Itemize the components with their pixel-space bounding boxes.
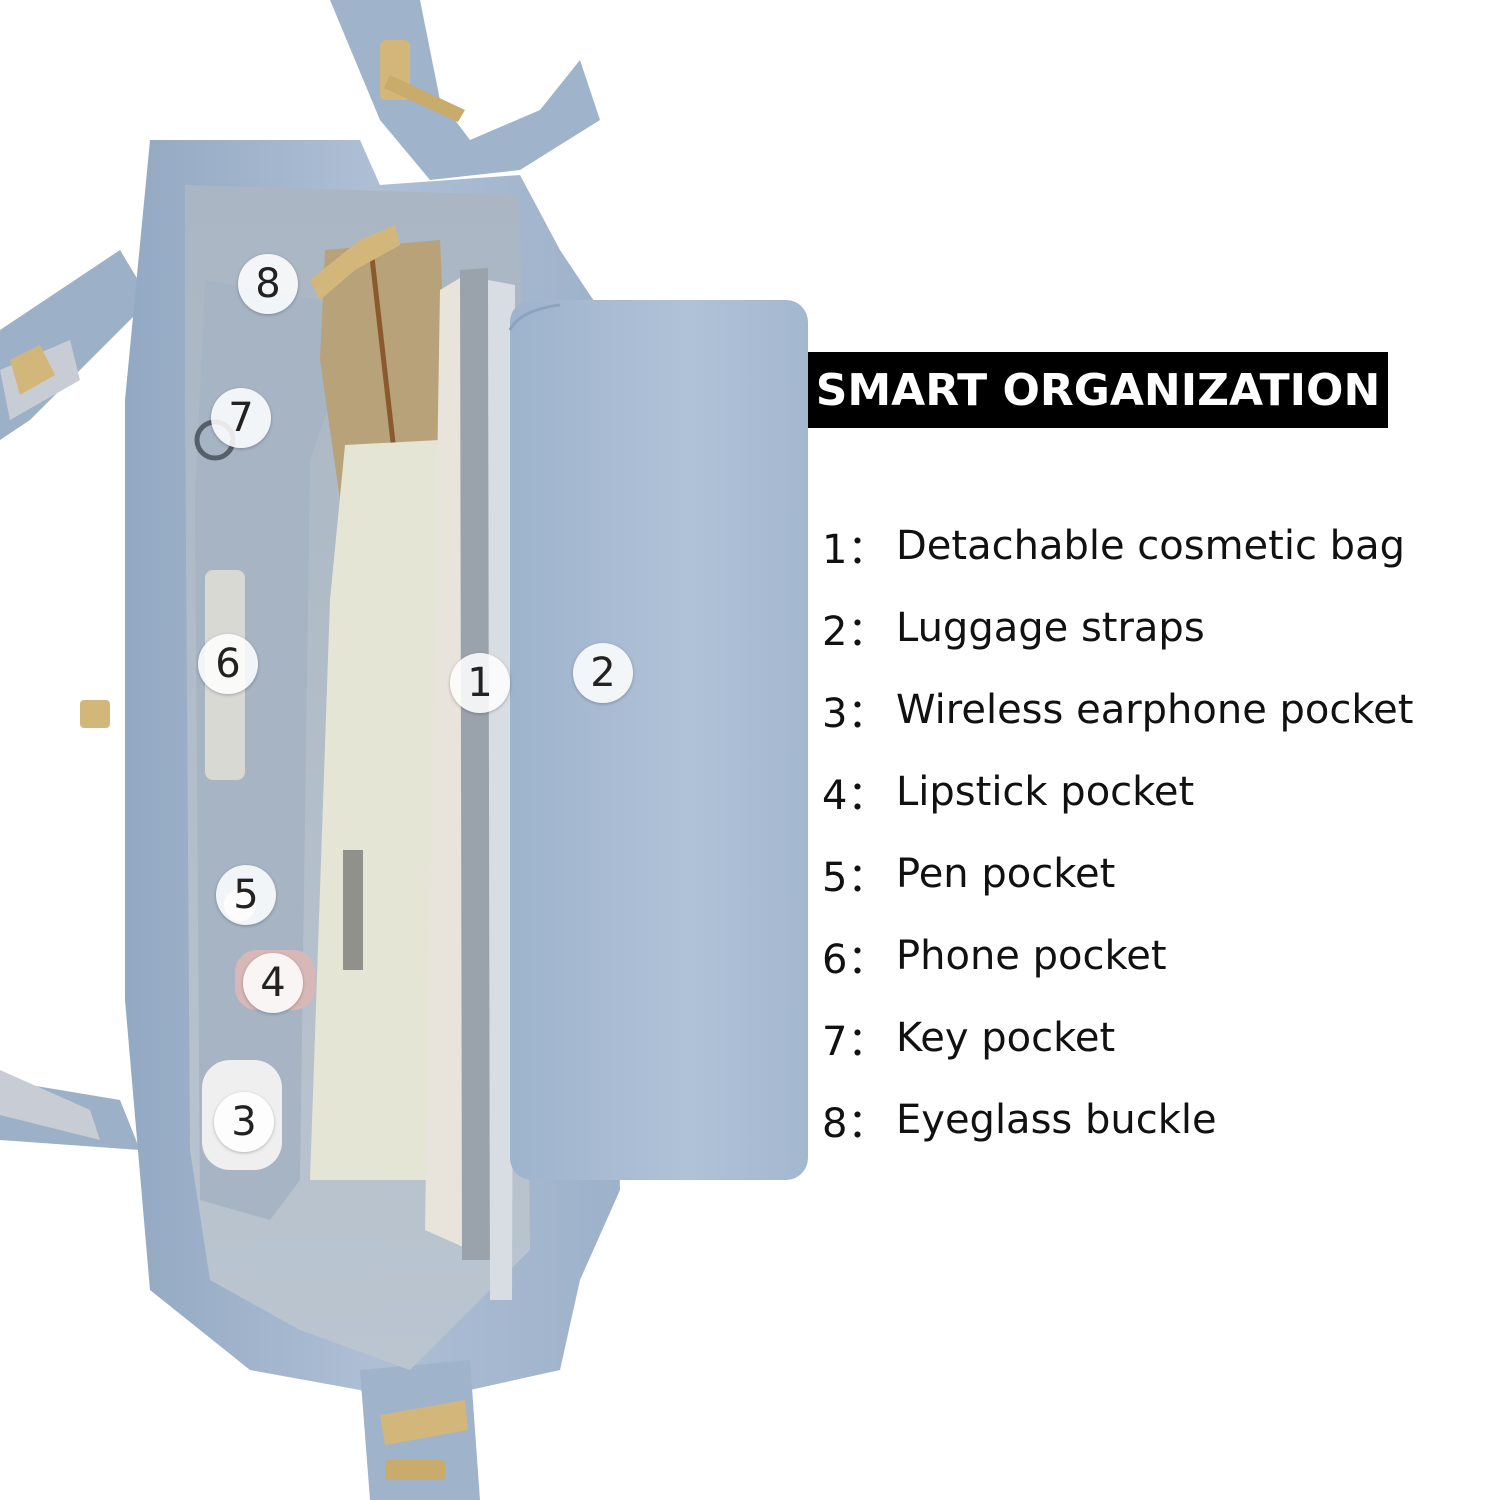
legend-number: 3： xyxy=(822,691,888,737)
legend-number: 7： xyxy=(822,1019,888,1065)
left-side-strap xyxy=(0,250,150,1150)
legend-label: Phone pocket xyxy=(896,933,1167,979)
legend-item: 5：Pen pocket xyxy=(822,833,1413,915)
legend-label: Lipstick pocket xyxy=(896,769,1195,815)
legend-number: 5： xyxy=(822,855,888,901)
legend-number: 2： xyxy=(822,609,888,655)
legend-item: 1：Detachable cosmetic bag xyxy=(822,505,1413,587)
bottom-strap xyxy=(360,1360,480,1500)
eyeglass-buckle xyxy=(310,225,400,300)
legend-label: Key pocket xyxy=(896,1015,1116,1061)
legend-number: 4： xyxy=(822,773,888,819)
top-strap xyxy=(330,0,600,180)
legend-item: 3：Wireless earphone pocket xyxy=(822,669,1413,751)
marker-6: 6 xyxy=(198,634,258,694)
legend-number: 1： xyxy=(822,527,888,573)
marker-2: 2 xyxy=(573,643,633,703)
heading-text: SMART ORGANIZATION xyxy=(815,364,1381,416)
legend-item: 6：Phone pocket xyxy=(822,915,1413,997)
legend-number: 6： xyxy=(822,937,888,983)
marker-8: 8 xyxy=(238,254,298,314)
notebook xyxy=(310,440,440,1180)
marker-3: 3 xyxy=(214,1092,274,1152)
legend-item: 4：Lipstick pocket xyxy=(822,751,1413,833)
heading-banner: SMART ORGANIZATION xyxy=(808,352,1388,428)
marker-7: 7 xyxy=(211,388,271,448)
legend-item: 8：Eyeglass buckle xyxy=(822,1079,1413,1161)
magazine xyxy=(425,275,470,1250)
legend-item: 2：Luggage straps xyxy=(822,587,1413,669)
legend-label: Luggage straps xyxy=(896,605,1205,651)
marker-5: 5 xyxy=(216,865,276,925)
tablet xyxy=(460,268,490,1260)
legend-label: Pen pocket xyxy=(896,851,1116,897)
legend-label: Wireless earphone pocket xyxy=(896,687,1414,733)
legend-label: Eyeglass buckle xyxy=(896,1097,1217,1143)
feature-legend: 1：Detachable cosmetic bag 2：Luggage stra… xyxy=(822,505,1413,1161)
pocket-panel xyxy=(195,280,345,1220)
luggage-strap-flap xyxy=(510,300,808,1180)
marker-1: 1 xyxy=(450,653,510,713)
legend-item: 7：Key pocket xyxy=(822,997,1413,1079)
legend-label: Detachable cosmetic bag xyxy=(896,523,1405,569)
marker-4: 4 xyxy=(243,953,303,1013)
legend-number: 8： xyxy=(822,1101,888,1147)
